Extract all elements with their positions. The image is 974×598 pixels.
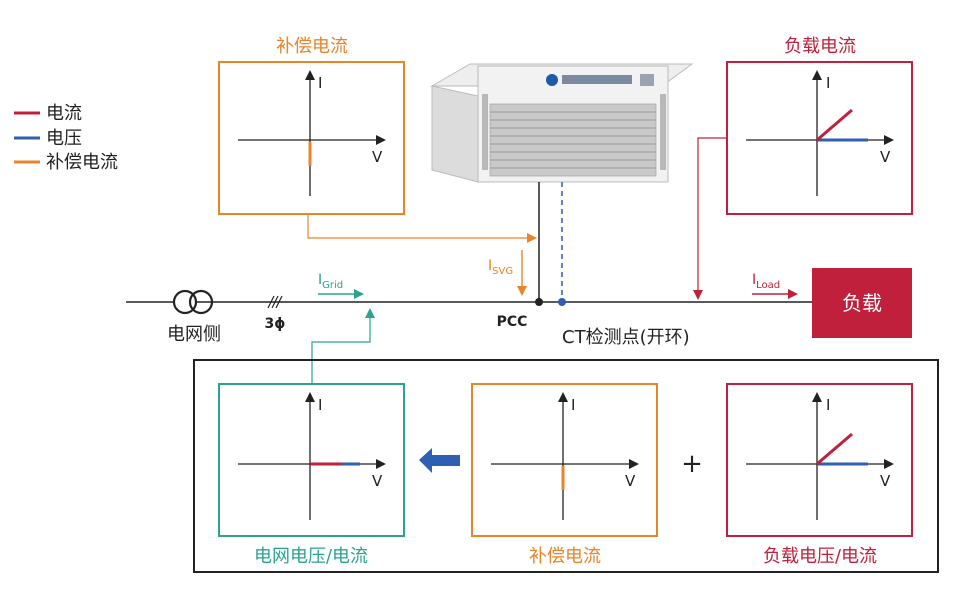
three-phase-label: 3ϕ [265,316,286,332]
i-grid-main: I [318,272,322,288]
i-load-main: I [752,272,756,288]
bottom-grid-v-label: V [372,472,383,490]
top-compensation-i-label: I [318,74,322,92]
bottom-grid-title: 电网电压/电流 [254,546,368,567]
device-vent-grid [489,103,657,177]
i-svg-main: I [488,258,492,274]
result-arrow-icon [419,448,460,473]
top-load-v-label: V [880,148,891,166]
ct-point-label: CT检测点(开环) [562,327,690,348]
device-side-face [431,85,479,183]
bottom-grid-i-label: I [318,396,322,414]
pcc-node [535,298,543,306]
device-logo-icon [546,74,558,86]
i-grid-sub: Grid [322,280,343,291]
power-line: 电网侧 3ϕ IGrid ISVG PCC CT检测点(开环) ILoad 负载 [126,137,912,348]
top-load-title: 负载电流 [784,36,856,57]
device-vent-pattern [490,111,656,169]
bottom-container [193,359,939,573]
i-load-sub: Load [756,280,780,291]
bottom-compensation-frame [471,383,658,537]
grid-feedback-line [311,308,375,384]
bottom-compensation-title: 补偿电流 [529,546,601,567]
top-compensation-panel: 补偿电流 I V [218,36,405,215]
legend-label-voltage: 电压 [46,128,82,149]
top-load-current-vector [816,108,853,142]
device-left-handle [482,94,488,170]
top-compensation-title: 补偿电流 [276,36,348,57]
top-load-i-label: I [826,74,830,92]
legend-label-compensation: 补偿电流 [46,152,118,173]
top-compensation-frame [218,61,405,215]
top-compensation-v-label: V [372,148,383,166]
comp-feed-line [307,214,537,243]
bottom-grid-frame [218,383,405,537]
bottom-load-panel: I V 负载电压/电流 [726,383,913,567]
bottom-compensation-panel: I V 补偿电流 [471,383,658,567]
bottom-load-current-vector [816,432,853,466]
device-badge [640,74,654,86]
ct-node [558,298,566,306]
device-right-handle [660,94,666,170]
three-phase-marker [267,295,283,309]
bottom-compensation-v-label: V [625,472,636,490]
bottom-load-frame [726,383,913,537]
transformer-icon-right [188,289,214,315]
bottom-load-title: 负载电压/电流 [763,546,877,567]
load-box-label: 负载 [842,291,882,315]
pcc-label: PCC [497,314,528,330]
i-grid-label: IGrid [318,272,343,291]
load-feed-line [693,137,727,300]
bottom-grid-panel: I V 电网电压/电流 [218,383,405,567]
i-svg-label: ISVG [488,258,513,277]
svg-device-illustration [430,63,694,302]
grid-side-label: 电网侧 [167,324,221,345]
bottom-load-v-label: V [880,472,891,490]
load-box [812,268,912,338]
legend-label-current: 电流 [46,103,82,124]
bottom-load-i-label: I [826,396,830,414]
device-nameplate [562,75,632,84]
bottom-compensation-i-label: I [571,396,575,414]
plus-sign: + [681,449,703,479]
i-svg-sub: SVG [492,266,513,277]
legend: 电流 电压 补偿电流 [14,103,118,173]
top-load-panel: 负载电流 I V [726,36,913,215]
i-load-label: ILoad [752,272,780,291]
